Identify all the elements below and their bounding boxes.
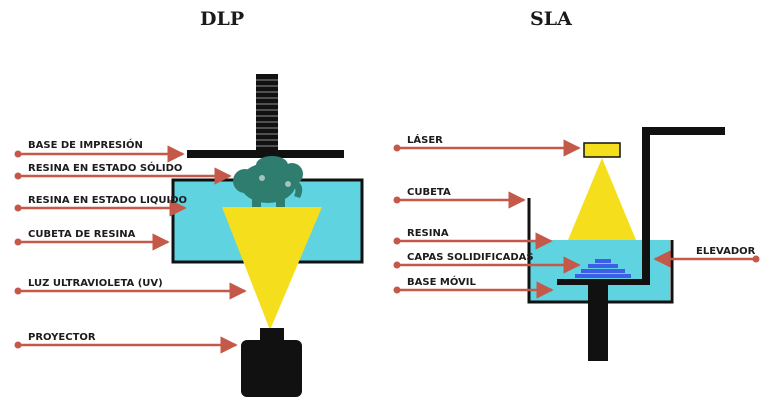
sla-arrows (393, 139, 760, 299)
label-dlp-solid-resin: RESINA EN ESTADO SÓLIDO (28, 163, 183, 174)
label-sla-platform: BASE MÓVIL (407, 277, 476, 288)
dlp-solid-model (233, 156, 303, 207)
sla-elevator (642, 127, 725, 285)
dlp-uv-beam (222, 207, 322, 330)
dlp-build-plate (187, 150, 344, 158)
dlp-projector (241, 328, 302, 397)
sla-title: SLA (530, 8, 572, 30)
label-dlp-projector: PROYECTOR (28, 332, 96, 343)
label-dlp-base: BASE DE IMPRESIÓN (28, 140, 143, 151)
label-dlp-resin-vat: CUBETA DE RESINA (28, 229, 136, 240)
sla-laser-head (583, 142, 621, 158)
dlp-title: DLP (200, 8, 245, 30)
dlp-arrows (14, 145, 247, 354)
dlp-threaded-rod (256, 74, 278, 150)
label-sla-resin: RESINA (407, 228, 449, 239)
sla-platform (557, 279, 650, 361)
label-sla-layers: CAPAS SOLIDIFICADAS (407, 252, 534, 263)
sla-solid-layers (575, 259, 631, 278)
label-dlp-uv-light: LUZ ULTRAVIOLETA (UV) (28, 278, 163, 289)
sla-laser-beam (568, 158, 636, 240)
label-dlp-liquid-resin: RESINA EN ESTADO LIQUIDO (28, 195, 188, 206)
label-sla-vat: CUBETA (407, 187, 451, 198)
label-sla-elevator: ELEVADOR (696, 246, 756, 257)
label-sla-laser: LÁSER (407, 135, 443, 146)
